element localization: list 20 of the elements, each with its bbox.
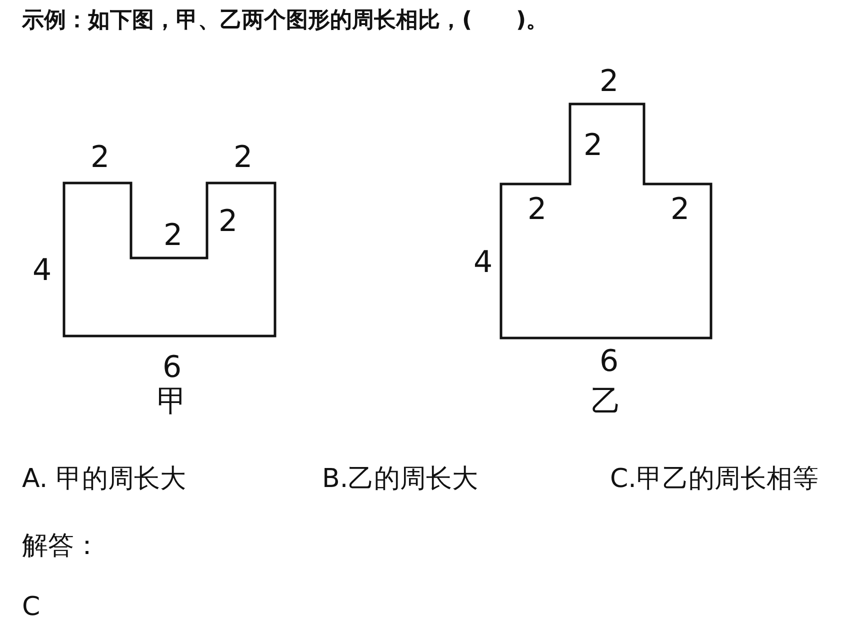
dimension-label: 4 bbox=[473, 248, 493, 278]
figure-name: 甲 bbox=[157, 387, 187, 417]
dimension-label: 2 bbox=[218, 207, 238, 237]
dimension-label: 6 bbox=[162, 353, 182, 383]
dimension-label: 2 bbox=[583, 131, 603, 161]
answer-option: B.乙的周长大 bbox=[322, 466, 478, 492]
question-title: 示例：如下图，甲、乙两个图形的周长相比，( )。 bbox=[22, 10, 548, 32]
dimension-label: 2 bbox=[599, 67, 619, 97]
dimension-label: 2 bbox=[670, 195, 690, 225]
answer-option: A. 甲的周长大 bbox=[22, 466, 186, 492]
dimension-label: 2 bbox=[90, 143, 110, 173]
dimension-label: 4 bbox=[32, 256, 52, 286]
dimension-label: 6 bbox=[599, 347, 619, 377]
answer-option: C.甲乙的周长相等 bbox=[610, 466, 818, 492]
figure-name: 乙 bbox=[591, 387, 621, 417]
answer-text: C bbox=[22, 594, 40, 620]
answer-heading: 解答： bbox=[22, 533, 100, 559]
dimension-label: 2 bbox=[163, 221, 183, 251]
dimension-label: 2 bbox=[233, 143, 253, 173]
dimension-label: 2 bbox=[527, 195, 547, 225]
